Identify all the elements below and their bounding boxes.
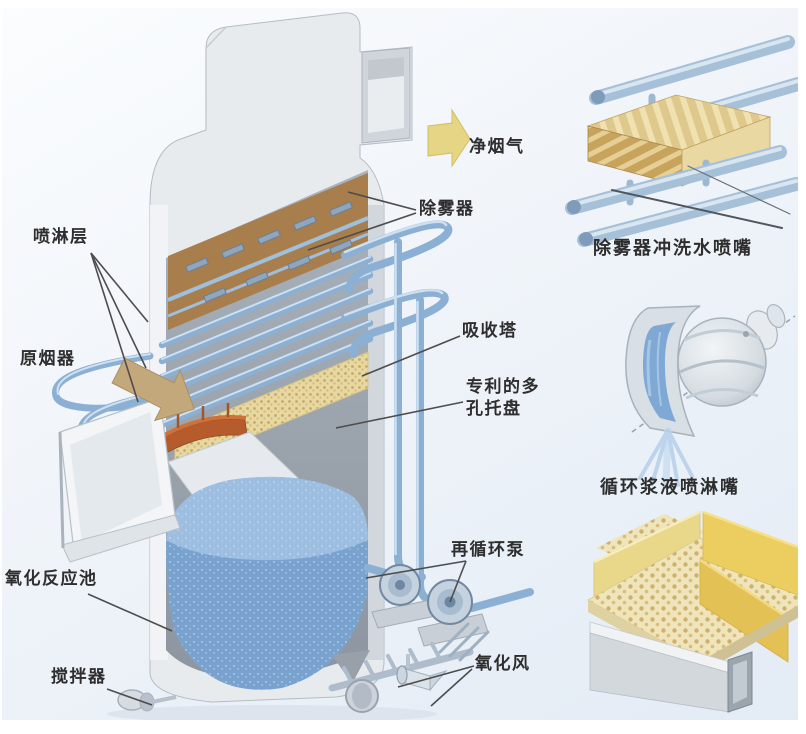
absorber-tower-illustration (52, 12, 534, 723)
detail-spray-nozzle (625, 304, 796, 487)
label-raw-flue-gas: 原烟器 (20, 349, 76, 368)
label-spray-layer: 喷淋层 (33, 227, 89, 246)
detail-mist-eliminator-wash (565, 35, 805, 247)
recirculation-piping (341, 220, 534, 612)
raw-gas-arrow-icon (111, 357, 195, 422)
label-mist-eliminator: 除雾器 (419, 199, 475, 218)
outlet-duct-opening (361, 47, 411, 144)
label-absorption-tower: 吸收塔 (462, 321, 518, 340)
label-recirculation-pump: 再循环泵 (451, 540, 525, 559)
label-agitator: 搅拌器 (51, 667, 107, 686)
oxidation-air-lance (396, 654, 448, 692)
label-perforated-tray-line2: 孔托盘 (466, 399, 522, 418)
mist-eliminator-band (167, 173, 369, 330)
label-perforated-tray-line1: 专利的多 (466, 377, 540, 396)
duct-edge-lines (205, 26, 227, 130)
nozzle-liquid-core (642, 322, 676, 422)
label-clean-flue-gas: 净烟气 (469, 137, 525, 156)
clean-gas-arrow-icon (427, 108, 471, 168)
wash-lance-rod (611, 189, 783, 229)
label-oxidation-air: 氧化风 (475, 654, 531, 673)
leader-lines (87, 191, 475, 707)
nozzle-spray-fan (638, 426, 694, 487)
manhole (345, 679, 379, 713)
perforated-tray-band (174, 351, 369, 469)
label-perforated-tray: 专利的多 孔托盘 (466, 376, 540, 420)
spray-pipe-layers (158, 255, 374, 429)
caption-slurry-spray-nozzle: 循环浆液喷淋嘴 (600, 477, 740, 497)
inlet-duct (58, 397, 181, 563)
support-beam (589, 621, 753, 713)
tower-right-shade (366, 205, 384, 660)
oxidation-pool-liquid (166, 476, 370, 690)
caption-mist-eliminator-wash-nozzle: 除雾器冲洗水喷嘴 (593, 238, 753, 258)
label-oxidation-pool: 氧化反应池 (5, 569, 98, 588)
detail-perforated-tray (587, 510, 806, 713)
